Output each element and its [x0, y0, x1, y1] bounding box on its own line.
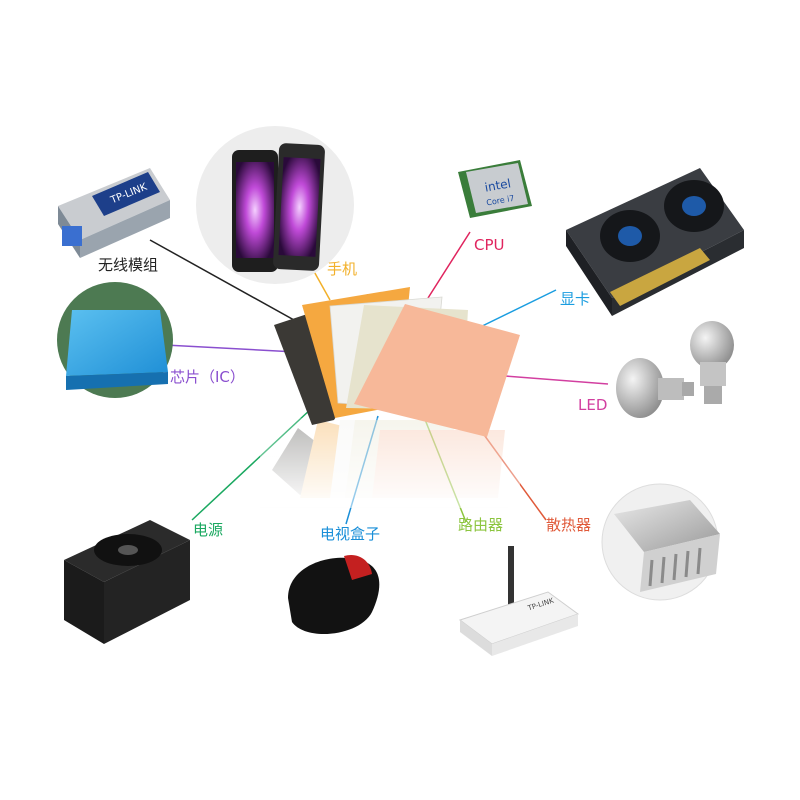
cpu-brand-text: intel: [484, 176, 512, 194]
sheets-reflection: [260, 418, 520, 508]
wireless-line: [149, 239, 313, 331]
heatsink-icon: [601, 483, 720, 601]
label-cpu: CPU: [474, 236, 505, 254]
sfp-module-icon: TP-LINK: [58, 168, 170, 258]
gpu-line: [469, 289, 557, 333]
phone-icon: [196, 126, 354, 284]
led-bulbs-icon: [616, 321, 734, 418]
sheet-pink: [354, 304, 520, 437]
label-led: LED: [578, 396, 608, 414]
tv-box-icon: [288, 554, 380, 635]
graphics-card-icon: [566, 168, 744, 316]
cpu-line: [427, 231, 471, 299]
label-chip: 芯片（IC）: [170, 368, 245, 386]
cpu-icon: intel Core i7: [458, 160, 532, 218]
chip-line: [164, 344, 297, 353]
label-tv-box: 电视盒子: [320, 525, 381, 543]
led-line: [504, 375, 609, 385]
label-router: 路由器: [458, 516, 504, 534]
label-heatsink: 散热器: [546, 516, 592, 534]
label-graphics-card: 显卡: [560, 290, 591, 308]
thermal-sheets: [274, 287, 520, 437]
power-supply-icon: [64, 520, 190, 644]
label-wireless-module: 无线模组: [98, 256, 159, 274]
label-power-supply: 电源: [193, 521, 224, 539]
chip-icon: [57, 282, 173, 398]
label-phone: 手机: [327, 260, 358, 278]
router-icon: TP-LINK: [458, 546, 580, 656]
